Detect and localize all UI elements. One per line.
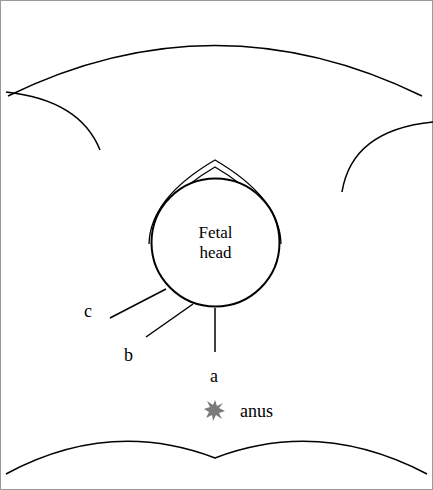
anatomy-label: anus bbox=[240, 402, 273, 420]
anus-symbol bbox=[204, 400, 225, 421]
leader-line bbox=[146, 304, 193, 337]
right-thigh-outline bbox=[342, 122, 433, 192]
leader-line bbox=[110, 289, 166, 318]
callout-letter: c bbox=[84, 302, 92, 320]
fetal-head-circle: Fetal head bbox=[150, 177, 281, 308]
node-text: Fetal head bbox=[184, 223, 248, 262]
left-thigh-outline bbox=[6, 92, 100, 150]
leader-line bbox=[214, 308, 216, 352]
callout-letter: b bbox=[124, 346, 133, 364]
buttocks-outline bbox=[6, 441, 427, 474]
abdomen-outline bbox=[8, 46, 422, 97]
callout-letter: a bbox=[210, 367, 218, 385]
